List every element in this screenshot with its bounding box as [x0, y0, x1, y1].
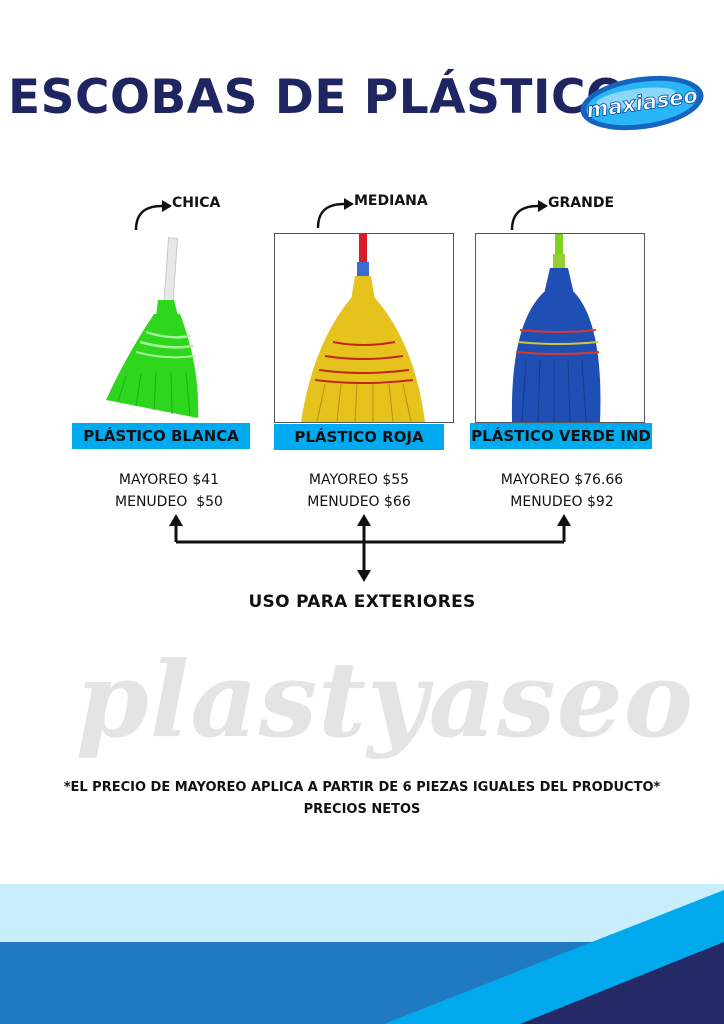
footer-decoration — [0, 884, 724, 1024]
product-name-tag: PLÁSTICO BLANCA — [72, 423, 250, 449]
size-label-grande: GRANDE — [548, 195, 615, 211]
price-menudeo: MENUDEO $50 — [115, 494, 223, 510]
page-title: ESCOBAS DE PLÁSTICO — [8, 70, 627, 125]
product-name-tag: PLÁSTICO VERDE IND — [470, 423, 652, 449]
broom-image-grande — [475, 233, 645, 423]
price-menudeo: MENUDEO $66 — [307, 494, 411, 510]
curved-arrow-icon — [316, 198, 354, 229]
maxiaseo-logo: maxiaseo — [580, 75, 704, 131]
curved-arrow-icon — [510, 200, 548, 231]
size-label-mediana: MEDIANA — [354, 193, 428, 209]
usage-label: USO PARA EXTERIORES — [248, 592, 476, 612]
price-mayoreo: MAYOREO $55 — [308, 472, 410, 488]
price-mayoreo: MAYOREO $41 — [118, 472, 220, 488]
connector-arrows — [169, 514, 571, 582]
price-menudeo: MENUDEO $92 — [510, 494, 614, 510]
broom-image-mediana — [274, 233, 454, 423]
price-mayoreo: MAYOREO $76.66 — [500, 472, 624, 488]
product-name-tag: PLÁSTICO ROJA — [274, 424, 444, 450]
wholesale-note: *EL PRECIO DE MAYOREO APLICA A PARTIR DE… — [63, 780, 661, 795]
watermark: plastyaseo — [76, 638, 695, 761]
broom-image-chica — [106, 237, 199, 418]
net-prices-note: PRECIOS NETOS — [303, 802, 421, 817]
arrow-down-icon — [357, 570, 371, 582]
arrow-up-icon — [169, 514, 571, 526]
size-label-chica: CHICA — [172, 195, 221, 211]
curved-arrow-icon — [134, 200, 172, 231]
